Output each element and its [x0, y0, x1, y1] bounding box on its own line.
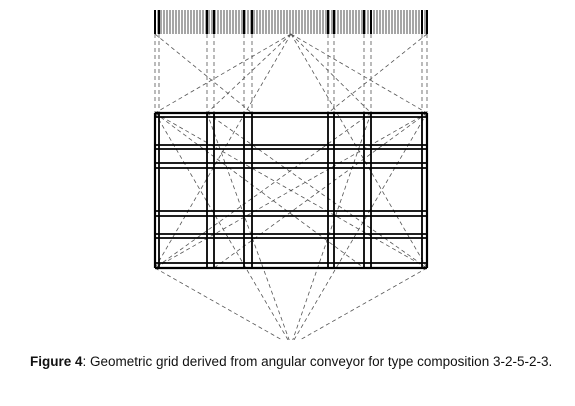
- caption-text: : Geometric grid derived from angular co…: [82, 354, 553, 369]
- apex-ray: [292, 112, 372, 340]
- diagonal: [290, 33, 428, 269]
- apex-ray-left: [154, 267, 283, 340]
- apex-ray: [290, 33, 372, 114]
- construction-lines: [154, 33, 428, 340]
- apex-ray: [206, 33, 292, 114]
- diagonal: [154, 112, 428, 269]
- diagonal: [154, 33, 292, 269]
- geometric-grid-diagram: [153, 10, 429, 340]
- angular-conveyor-barcode: [154, 10, 428, 34]
- construction-ray: [154, 33, 253, 114]
- apex-ray-right: [290, 33, 428, 114]
- apex-ray: [154, 112, 289, 340]
- diagonal: [206, 112, 428, 269]
- apex-ray: [206, 112, 290, 340]
- apex-ray: [293, 112, 428, 340]
- apex-ray-right: [299, 267, 428, 340]
- construction-ray: [327, 33, 428, 114]
- figure-caption: Figure 4: Geometric grid derived from an…: [30, 352, 560, 372]
- apex-ray-left: [154, 33, 292, 114]
- caption-label: Figure 4: [30, 354, 83, 369]
- diagonal: [154, 112, 372, 269]
- diagonal: [213, 112, 428, 269]
- type-grid: [153, 111, 429, 270]
- diagonal: [154, 112, 365, 269]
